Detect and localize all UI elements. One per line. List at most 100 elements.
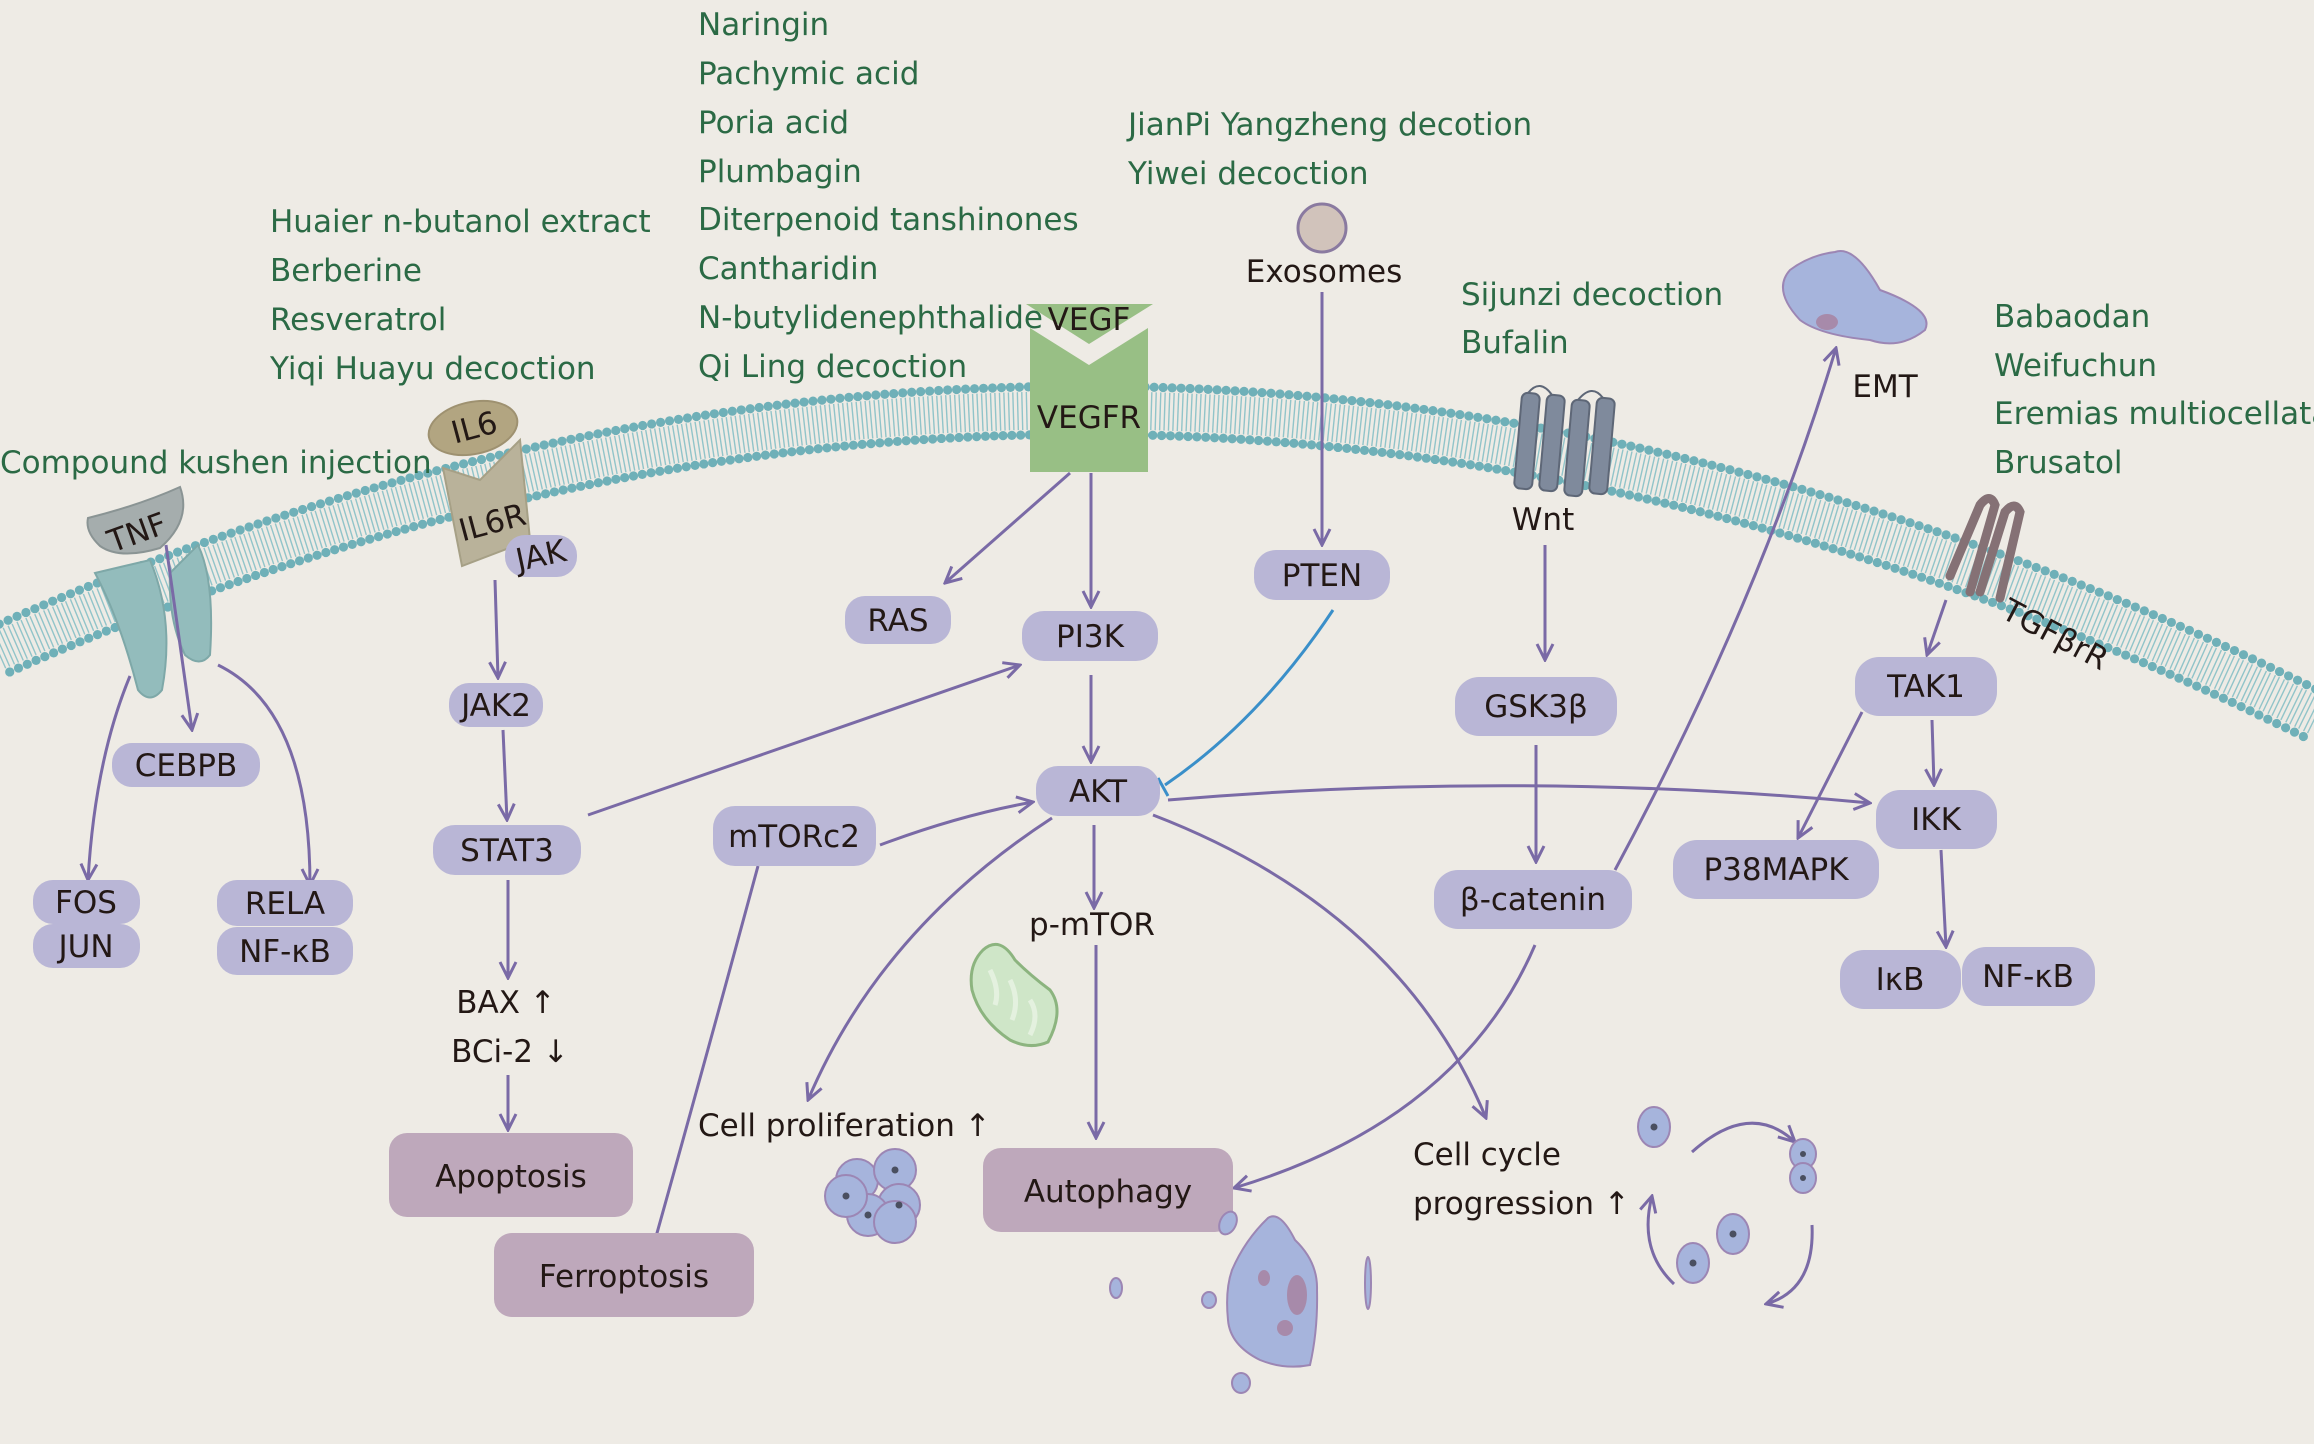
lipid-head xyxy=(1298,439,1308,449)
lipid-tail xyxy=(2151,625,2169,662)
lipid-head xyxy=(1412,452,1423,462)
lipid-tail xyxy=(2209,651,2227,687)
lipid-head xyxy=(620,424,630,434)
svg-text:β-catenin: β-catenin xyxy=(1460,882,1606,918)
lipid-tail xyxy=(2267,679,2286,715)
lipid-head xyxy=(611,474,621,484)
lipid-head xyxy=(2147,661,2157,672)
lipid-head xyxy=(787,447,797,457)
lipid-head xyxy=(268,564,278,575)
lipid-tail xyxy=(971,393,975,432)
lipid-head xyxy=(2227,697,2237,708)
lipid-head xyxy=(1324,441,1334,452)
lipid-head xyxy=(1165,431,1176,441)
lipid-tail xyxy=(1481,423,1489,462)
lipid-tail xyxy=(47,608,64,644)
lipid-head xyxy=(396,475,406,485)
arrow-tak1-p38mapk xyxy=(1798,711,1864,838)
lipid-tail xyxy=(823,404,830,443)
drug-item: Plumbagin xyxy=(698,154,862,190)
emt-cell-icon xyxy=(1781,250,1928,345)
lipid-tail xyxy=(600,438,609,476)
lipid-tail xyxy=(2111,608,2128,645)
lipid-head xyxy=(871,390,881,400)
node-jak2: JAK2 xyxy=(449,683,543,727)
lipid-head xyxy=(1329,394,1339,404)
lipid-tail xyxy=(2231,662,2250,698)
lipid-tail xyxy=(2191,643,2209,679)
lipid-tail xyxy=(1401,412,1409,451)
lipid-head xyxy=(338,542,349,552)
lipid-head xyxy=(48,596,58,606)
lipid-head xyxy=(567,483,577,493)
il6-receptor: IL6 IL6R JAK xyxy=(427,399,577,579)
lipid-tail xyxy=(1911,532,1926,569)
lipid-head xyxy=(271,513,281,523)
lipid-tail xyxy=(153,565,169,602)
lipid-head xyxy=(1421,453,1431,463)
drug-item: Cantharidin xyxy=(698,251,878,287)
tgfb-receptor xyxy=(1945,494,2025,603)
lipid-head xyxy=(2265,662,2276,672)
lipid-tail xyxy=(319,509,332,546)
lipid-tail xyxy=(1663,460,1674,498)
lipid-head xyxy=(2245,706,2255,716)
lipid-tail xyxy=(832,403,839,442)
lipid-head xyxy=(549,487,559,497)
lipid-tail xyxy=(274,523,288,560)
outcome-autophagy: Autophagy xyxy=(983,1148,1233,1232)
lipid-tail xyxy=(1702,470,1714,508)
lipid-head xyxy=(1501,465,1511,476)
lipid-tail xyxy=(2080,595,2097,632)
lipid-tail xyxy=(314,510,328,548)
lipid-tail xyxy=(0,629,16,665)
lipid-tail xyxy=(2173,635,2191,671)
lipid-head xyxy=(1669,500,1679,510)
lipid-head xyxy=(1686,504,1697,515)
lipid-head xyxy=(1201,432,1211,442)
lipid-tail xyxy=(2258,674,2277,710)
lipid-tail xyxy=(1853,513,1867,551)
lipid-tail xyxy=(337,503,350,541)
lipid-tail xyxy=(60,602,77,639)
node-cebpb: CEBPB xyxy=(112,743,260,787)
drug-item: Eremias multiocellata xyxy=(1994,396,2314,432)
lipid-head xyxy=(298,504,308,515)
lipid-head xyxy=(1905,518,1915,528)
lipid-tail xyxy=(2040,579,2056,616)
node-mtorc2: mTORc2 xyxy=(713,806,876,866)
arrow-vegfr-ras xyxy=(945,471,1071,583)
arrow-akt-proliferation xyxy=(808,816,1053,1100)
lipid-head xyxy=(56,592,67,603)
lipid-tail xyxy=(230,538,244,575)
lipid-tail xyxy=(2289,689,2308,725)
lipid-head xyxy=(2211,637,2222,647)
lipid-tail xyxy=(551,448,561,486)
lipid-tail xyxy=(301,514,315,552)
lipid-head xyxy=(752,451,762,461)
lipid-head xyxy=(2229,645,2240,656)
lipid-head xyxy=(2112,594,2122,605)
node-jun: JUN xyxy=(33,924,140,968)
lipid-tail xyxy=(20,619,37,656)
lipid-tail xyxy=(850,402,856,441)
lipid-head xyxy=(593,478,603,488)
lipid-tail xyxy=(783,409,790,448)
lipid-head xyxy=(1005,382,1016,392)
lipid-tail xyxy=(2217,655,2236,691)
lipid-tail xyxy=(1809,499,1822,537)
lipid-tail xyxy=(797,407,803,446)
lipid-tail xyxy=(725,417,733,455)
lipid-tail xyxy=(403,484,416,522)
lipid-head xyxy=(708,458,718,468)
lipid-head xyxy=(21,607,31,618)
inhibit-pten-akt xyxy=(1164,609,1335,787)
lipid-tail xyxy=(1503,427,1512,466)
lipid-tail xyxy=(100,586,116,623)
lipid-tail xyxy=(1893,526,1908,564)
lipid-head xyxy=(2076,632,2086,642)
lipid-head xyxy=(1739,518,1750,528)
lipid-head xyxy=(360,485,370,496)
lipid-head xyxy=(963,432,973,442)
lipid-tail xyxy=(78,595,95,632)
